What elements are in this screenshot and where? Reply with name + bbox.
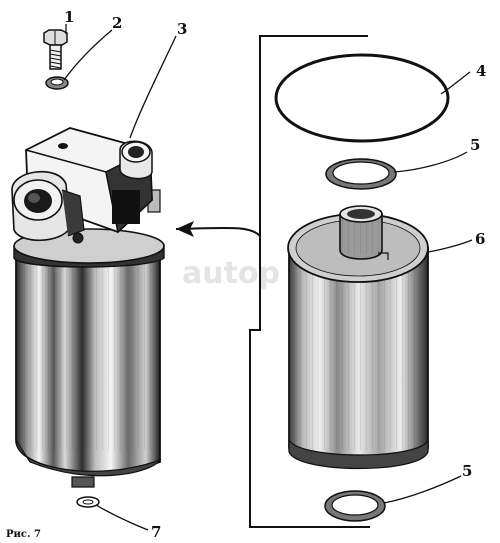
callout-1: 1 [64,8,74,26]
leader-lines [63,24,473,531]
washer-part [45,76,69,90]
filter-element [287,205,429,470]
callout-3: 3 [177,20,187,38]
callout-7: 7 [151,523,161,541]
gasket-top [325,158,397,190]
filter-housing [11,127,165,488]
bolt-part [43,29,68,70]
callout-6: 6 [475,230,485,248]
figure-caption: Рис. 7 [6,529,41,540]
drain-washer [76,496,100,508]
gasket-bottom [324,490,386,522]
assembly-arrow [176,221,194,237]
sealing-ring-large [274,53,450,143]
callout-5-bottom: 5 [462,462,472,480]
watermark-text: autop [182,256,280,291]
callout-4: 4 [476,62,486,80]
callout-5-top: 5 [470,136,480,154]
callout-2: 2 [112,14,122,32]
